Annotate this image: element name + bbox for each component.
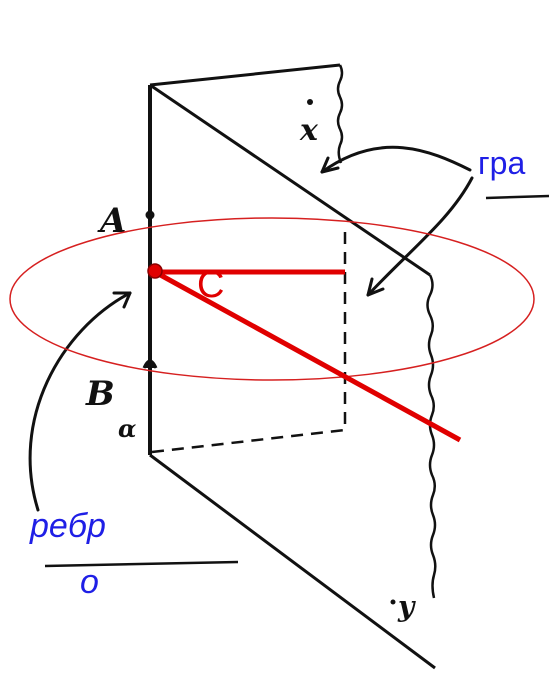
face-arrows bbox=[28, 145, 474, 512]
label-x: x bbox=[299, 113, 319, 148]
edge-label-line-2: о bbox=[80, 563, 99, 601]
half-plane-x bbox=[149, 63, 344, 164]
arrow-to-face-x bbox=[320, 145, 472, 174]
plane-y-wavy-edge bbox=[426, 274, 437, 599]
plane-x-top-edge bbox=[149, 63, 341, 87]
angle-ray-diagonal bbox=[153, 269, 462, 443]
plane-y-bottom-edge bbox=[149, 453, 436, 670]
face-label-partial: гра bbox=[478, 145, 525, 181]
arrow-to-face-y bbox=[366, 176, 474, 297]
label-b: B bbox=[85, 374, 115, 414]
edge-label-underline bbox=[44, 560, 239, 568]
point-x-dot bbox=[307, 99, 313, 105]
plane-x-wavy-edge bbox=[336, 64, 344, 164]
plane-y-top-edge bbox=[149, 83, 431, 277]
linear-angle bbox=[153, 269, 462, 443]
arrowhead-face-y bbox=[366, 277, 385, 297]
point-a-dot bbox=[145, 210, 155, 220]
hidden-bottom-line bbox=[151, 428, 346, 454]
face-label-underline bbox=[485, 194, 549, 200]
vertex-c-dot bbox=[147, 263, 163, 279]
edge-label-line-1: ребр bbox=[29, 507, 106, 545]
arrowhead-face-x bbox=[320, 156, 340, 174]
half-plane-y bbox=[149, 83, 437, 670]
label-y: y bbox=[397, 590, 416, 623]
label-alpha: α bbox=[118, 414, 136, 443]
arrow-to-edge bbox=[28, 291, 132, 512]
hidden-lines bbox=[151, 232, 347, 454]
arrowhead-edge bbox=[112, 291, 132, 309]
point-y-dot bbox=[390, 599, 396, 605]
point-b-mark bbox=[142, 359, 158, 369]
cutting-plane-ellipse bbox=[9, 217, 535, 381]
label-c: C bbox=[197, 264, 224, 306]
